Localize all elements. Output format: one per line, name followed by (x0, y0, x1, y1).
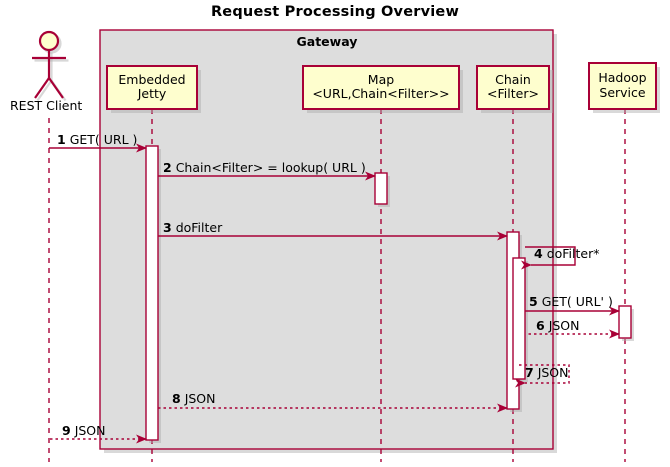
message-label-9: 9 JSON (62, 423, 106, 438)
activation-bar-map (374, 172, 388, 205)
frame-label-gateway: Gateway (296, 34, 358, 49)
message-label-7: 7 JSON (525, 365, 569, 380)
message-label-4: 4 doFilter* (534, 246, 600, 261)
activation-bar-jetty (145, 145, 159, 441)
participant-box-hadoop (588, 62, 657, 110)
message-label-8: 8 JSON (172, 391, 216, 406)
participant-label-jetty: Embedded Jetty (118, 71, 186, 102)
activation-bar-hadoop (618, 305, 632, 339)
participant-box-chain (476, 65, 550, 110)
message-label-6: 6 JSON (536, 318, 580, 333)
participant-label-map: Map <URL,Chain<Filter>> (312, 71, 450, 102)
message-label-3: 3 doFilter (163, 220, 223, 235)
message-label-5: 5 GET( URL' ) (529, 294, 613, 309)
participant-box-map (302, 65, 460, 110)
activation-bar-chain (512, 257, 526, 380)
message-7 (515, 364, 570, 388)
message-label-2: 2 Chain<Filter> = lookup( URL ) (163, 160, 366, 175)
participant-label-chain: Chain <Filter> (487, 71, 539, 102)
diagram-title: Request Processing Overview (210, 4, 460, 20)
actor-client (32, 30, 69, 102)
message-label-1: 1 GET( URL ) (57, 132, 138, 147)
message-4 (521, 246, 576, 270)
participant-label-hadoop: Hadoop Service (598, 70, 647, 100)
participant-label-client: REST Client (10, 98, 83, 113)
participant-box-jetty (106, 65, 198, 110)
